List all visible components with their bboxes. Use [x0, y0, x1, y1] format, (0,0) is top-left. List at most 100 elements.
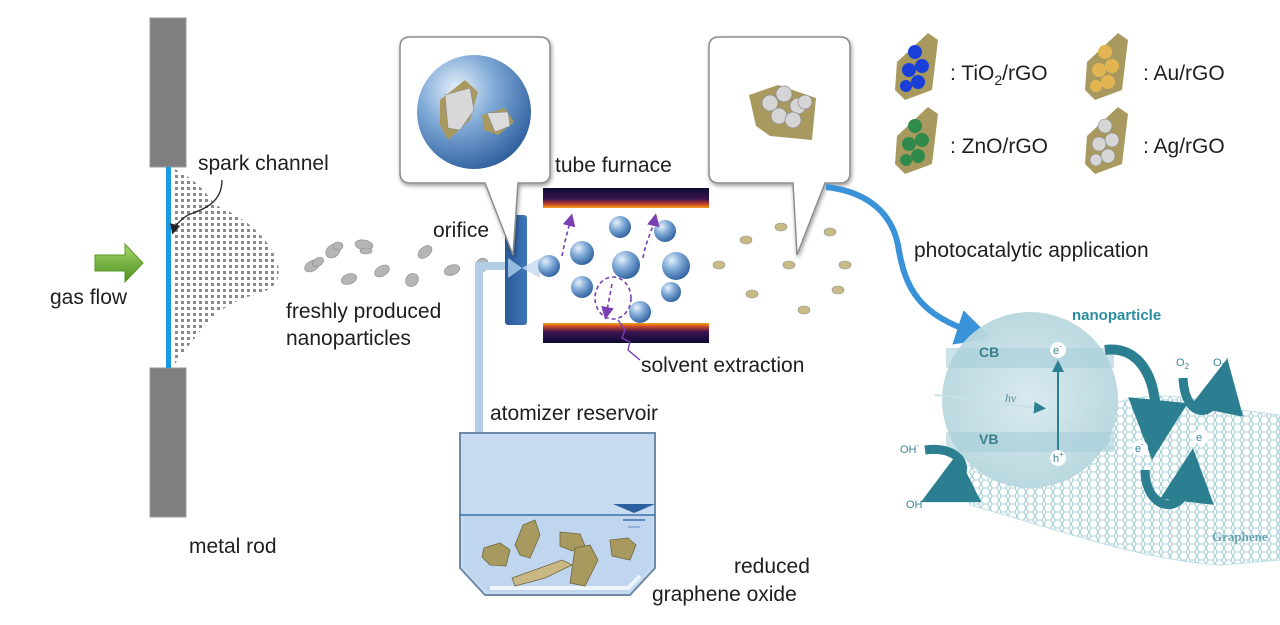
nanoparticle-cluster — [304, 257, 324, 273]
legend-tio2-prefix: : TiO — [950, 62, 994, 85]
o2-label: O — [1176, 357, 1185, 369]
cb-band — [946, 348, 1114, 368]
reservoir — [459, 432, 656, 596]
legend-item-au: : Au/rGO — [1085, 33, 1225, 100]
electron-cb — [1050, 342, 1066, 358]
callout-droplet — [399, 36, 551, 256]
legend-item-ag: : Ag/rGO — [1085, 107, 1225, 174]
legend-item-zno: : ZnO/rGO — [895, 107, 1048, 174]
spark-channel-line — [166, 167, 171, 368]
nanoparticle-cluster — [443, 264, 461, 276]
hole-vb-label: h — [1053, 453, 1059, 465]
legend-ag-label: : Ag/rGO — [1143, 135, 1225, 158]
flow-to-application-arrow — [825, 184, 993, 345]
electron-g1-label: e — [1135, 443, 1141, 455]
o2-sub: 2 — [1185, 362, 1190, 371]
zno-rgo-icon — [895, 107, 938, 174]
atomizer-reservoir-label: atomizer reservoir — [490, 402, 658, 425]
atomizer — [459, 262, 656, 596]
atomizer-tube-vertical — [475, 262, 483, 517]
droplet — [609, 216, 631, 238]
tube-furnace — [538, 188, 709, 361]
o2-radical-sup: - — [1226, 354, 1229, 363]
electron-cb-label: e — [1053, 345, 1059, 357]
electron-transfer-arrow — [1104, 344, 1188, 460]
spark-generator — [94, 17, 279, 518]
nanoparticle-cluster — [405, 273, 419, 287]
svg-text:O2-: O2- — [1213, 354, 1229, 371]
hv-label: hv — [1005, 391, 1017, 405]
product-particle — [739, 235, 753, 245]
au-rgo-icon — [1085, 33, 1128, 100]
graphene-label: Graphene — [1212, 529, 1268, 544]
droplet — [571, 276, 593, 298]
furnace-wall-bottom — [543, 323, 709, 343]
product-particle — [831, 285, 845, 295]
fresh-nanoparticles — [304, 239, 489, 287]
electron-g1-sup: - — [1141, 440, 1144, 449]
legend-zno-label: : ZnO/rGO — [950, 135, 1048, 158]
svg-text:e-: e- — [1135, 440, 1144, 455]
orifice-label: orifice — [433, 219, 489, 242]
spark-channel-pointer — [170, 179, 223, 235]
electron-graphene-1 — [1132, 440, 1148, 456]
svg-text:OH-: OH- — [900, 441, 920, 456]
o2-radical-sub: 2 — [1222, 362, 1227, 371]
o2-radical-label: O — [1213, 357, 1222, 369]
electron-graphene-2 — [1193, 429, 1209, 445]
particle-cloud — [172, 168, 279, 368]
legend-item-tio2: : TiO2/rGO — [895, 33, 1048, 100]
oh-minus-sup: - — [917, 441, 920, 450]
svg-text:: TiO2/rGO: : TiO2/rGO — [950, 62, 1048, 88]
o2-reduction-arrow — [1178, 358, 1244, 417]
photocatalytic-application-label: photocatalytic application — [914, 239, 1149, 262]
gas-flow-arrow-icon — [94, 242, 144, 284]
product-particle — [712, 260, 726, 270]
electron-g2-label: e — [1196, 432, 1202, 444]
atomizer-tube-horizontal — [475, 262, 513, 270]
product-particle — [823, 227, 837, 237]
oh-minus-label: OH — [900, 444, 917, 456]
reduced-label-line2: graphene oxide — [652, 583, 797, 606]
water-level-icon — [613, 504, 655, 528]
nanoparticle-title: nanoparticle — [1072, 307, 1161, 324]
evaporation-arrows — [561, 213, 660, 320]
product-particle — [774, 222, 788, 232]
product-nanoparticles — [712, 222, 852, 315]
svg-text:h+: h+ — [1053, 450, 1064, 465]
nanoparticle-cluster — [417, 245, 433, 259]
vb-label: VB — [979, 431, 998, 447]
freshly-produced-label-line1: freshly produced — [286, 300, 441, 323]
solvent-extraction-pointer — [617, 319, 641, 361]
droplet — [629, 301, 651, 323]
droplet — [661, 282, 681, 302]
legend: : TiO2/rGO : Au/rGO : ZnO/rGO : Ag/rGO — [895, 33, 1225, 174]
droplet — [654, 220, 676, 242]
oh-radical-sup: • — [923, 496, 926, 505]
furnace-wall-top — [543, 188, 709, 208]
electron-cb-sup: - — [1059, 342, 1062, 351]
product-particle — [745, 289, 759, 299]
droplets — [538, 216, 690, 323]
solvent-extraction-label: solvent extraction — [641, 354, 804, 377]
nanoparticle-cluster — [374, 264, 390, 278]
reduced-label-line1: reduced — [734, 555, 810, 578]
gas-flow-label: gas flow — [50, 286, 128, 309]
tube-furnace-label: tube furnace — [555, 154, 672, 177]
oh-arrow — [920, 444, 982, 503]
droplet — [662, 252, 690, 280]
photocatalysis-mechanism: CB VB hv e- h+ nanoparticle OH- OH• e- e… — [900, 307, 1280, 566]
svg-text:OH•: OH• — [906, 496, 926, 511]
metal-rod-label: metal rod — [189, 535, 277, 558]
cb-label: CB — [979, 344, 999, 360]
ag-rgo-icon — [1085, 107, 1128, 174]
legend-au-label: : Au/rGO — [1143, 62, 1225, 85]
nanoparticle-cluster — [354, 239, 374, 255]
droplet — [612, 251, 640, 279]
spark-channel-label: spark channel — [198, 152, 329, 175]
nanoparticle-cluster — [325, 241, 344, 259]
metal-rod-top — [149, 17, 187, 168]
product-particle — [838, 260, 852, 270]
vb-band — [946, 432, 1114, 452]
